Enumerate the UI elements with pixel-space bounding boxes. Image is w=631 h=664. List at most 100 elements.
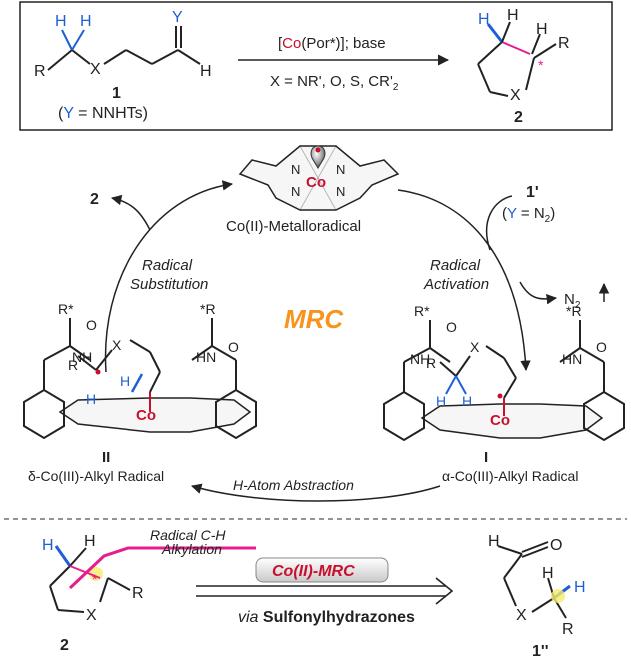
p-h: H — [542, 565, 554, 582]
arrow-product-out — [110, 194, 151, 231]
p-x: X — [516, 607, 527, 624]
por-n-4: N — [336, 184, 345, 199]
int1-co-atom: Co — [490, 412, 510, 429]
int2-h-blue-2: H — [120, 373, 130, 389]
catalyst-badge — [255, 557, 389, 583]
int1-o-right: O — [596, 339, 607, 355]
sm-h2-label: H — [80, 13, 92, 30]
sm-h1-label: H — [55, 13, 67, 30]
co-ii-metalloradical: N N N N Co — [238, 145, 400, 211]
sm-r-label: R — [34, 63, 46, 80]
radical-orbital-lobe — [310, 145, 326, 169]
starting-material-1 — [47, 26, 201, 71]
arrow-activation — [397, 189, 531, 372]
int1-hn-label: HN — [562, 351, 582, 367]
p-r: R — [562, 621, 574, 638]
sm-number: 1 — [112, 85, 121, 102]
bottom-scheme: H H X R * 2 Radical C-H Alkylation Co(II… — [42, 527, 586, 660]
int2-label: δ-Co(III)-Alkyl Radical — [28, 468, 164, 484]
reagents-label: [Co(Por*)]; base — [278, 35, 386, 52]
mrc-center-label: MRC — [284, 304, 344, 334]
int2-number: II — [102, 449, 110, 466]
int2-x: X — [112, 337, 122, 353]
int2-r: R — [68, 357, 78, 373]
bottom-product-2 — [49, 545, 131, 613]
sm-y-label: Y — [172, 9, 183, 26]
b2-h: H — [84, 533, 96, 550]
int1-nh-label: NH — [410, 351, 430, 367]
catalyst-badge-text: Co(II)-MRC — [272, 563, 355, 580]
int1-starr: *R — [566, 303, 582, 319]
retro-arrow-head — [435, 577, 454, 605]
sm-h3-label: H — [200, 63, 212, 80]
b2-h-blue: H — [42, 537, 54, 554]
metalloradical-label: Co(II)-Metalloradical — [226, 218, 361, 235]
int2-starr: *R — [200, 301, 216, 317]
int2-radical-dot — [95, 369, 101, 375]
cycle-product-out: 2 — [90, 191, 99, 208]
prod-r-label: R — [558, 35, 570, 52]
arrow-substrate-in — [485, 195, 513, 251]
arrow-n2-out — [519, 281, 558, 305]
int1-radical-dot — [497, 393, 503, 399]
product-2-ring — [477, 21, 557, 97]
int1-label: α-Co(III)-Alkyl Radical — [442, 468, 578, 484]
radical-activation-2: Activation — [423, 276, 489, 293]
int2-o-right: O — [228, 339, 239, 355]
int2-co-atom: Co — [136, 407, 156, 424]
precursor-number: 1'' — [532, 643, 549, 660]
b2-r: R — [132, 585, 144, 602]
int2-o-left: O — [86, 317, 97, 333]
radical-activation-1: Radical — [430, 257, 481, 274]
por-n-1: N — [291, 162, 300, 177]
sm-y-note: (Y = NNHTs) — [58, 105, 148, 122]
int1-rstar: R* — [414, 303, 430, 319]
b2-x: X — [86, 607, 97, 624]
int1-o-left: O — [446, 319, 457, 335]
int2-h-blue: H — [86, 391, 96, 407]
int1-h-blue-1: H — [436, 393, 446, 409]
p-h-aldehyde: H — [488, 533, 500, 550]
por-n-3: N — [291, 184, 300, 199]
sm-x-label: X — [90, 61, 101, 78]
top-scheme: R X H H Y H 1 (Y = NNHTs) [Co(Por*)]; ba… — [19, 1, 613, 131]
prod-x-label: X — [510, 87, 521, 104]
intermediate-I: NH HN O O R* *R R X H H Co I α-Co(III)-A… — [383, 303, 625, 484]
p-o: O — [550, 537, 562, 554]
co-atom-top: Co — [306, 174, 326, 191]
int1-x: X — [470, 339, 480, 355]
product-number: 2 — [514, 109, 523, 126]
prod-h-top-label: H — [507, 7, 519, 24]
int1-h-blue-2: H — [462, 393, 472, 409]
top-scheme-frame — [19, 1, 613, 131]
radical-substitution-2: Substitution — [130, 276, 208, 293]
conditions-label: X = NR', O, S, CR'2 — [270, 73, 399, 93]
via-text: via Sulfonylhydrazones — [238, 609, 415, 626]
prod-h-blue-label: H — [478, 11, 490, 28]
int1-r: R — [426, 355, 436, 371]
substrate-y-note-full: (Y = N2) — [502, 205, 555, 225]
p-h-blue: H — [574, 579, 586, 596]
int2-hn-label: HN — [196, 349, 216, 365]
prod-h-c2-label: H — [536, 21, 548, 38]
arrow-hat — [190, 483, 441, 502]
por-n-2: N — [336, 162, 345, 177]
bottom-product-number: 2 — [60, 637, 69, 654]
intermediate-II: NH HN O O R* *R R X H H Co II δ-Co(III)-… — [23, 301, 257, 484]
annotation-line-1: Radical C-H — [150, 527, 226, 543]
arrow-substitution — [104, 180, 234, 373]
int2-nh-label: NH — [72, 349, 92, 365]
b2-stereo-star: * — [92, 571, 98, 587]
n2-byproduct: N2 — [564, 291, 581, 311]
int2-rstar: R* — [58, 301, 74, 317]
radical-dot — [315, 147, 321, 153]
annotation-line-2: Alkylation — [161, 541, 222, 557]
radical-substitution-1: Radical — [142, 257, 193, 274]
prod-stereo-star: * — [538, 57, 544, 73]
cycle-substrate-in: 1' — [526, 184, 539, 201]
hat-label: H-Atom Abstraction — [233, 477, 354, 493]
catalytic-cycle: N N N N Co Co(II)-Metalloradical 2 1' (Y… — [23, 145, 625, 502]
int1-number: I — [484, 449, 488, 466]
